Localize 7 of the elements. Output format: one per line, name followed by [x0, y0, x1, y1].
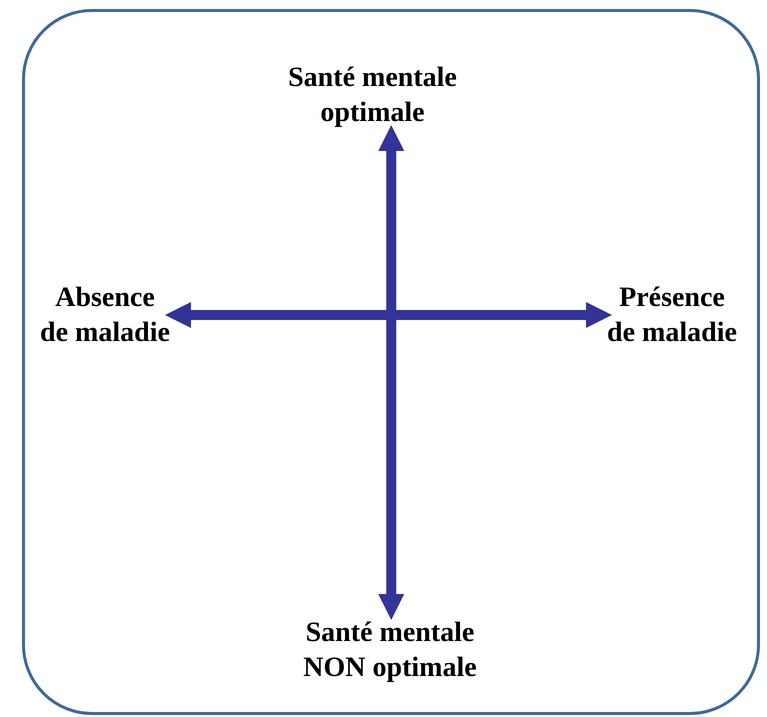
double-arrow	[378, 125, 404, 620]
axis-label: Santé mentale optimale	[265, 60, 480, 130]
double-arrow	[165, 302, 612, 328]
axis-label: Santé mentale NON optimale	[275, 615, 505, 685]
axis-label: Absence de maladie	[40, 280, 170, 350]
axis-label: Présence de maladie	[607, 280, 737, 350]
rounded-frame	[22, 9, 760, 715]
